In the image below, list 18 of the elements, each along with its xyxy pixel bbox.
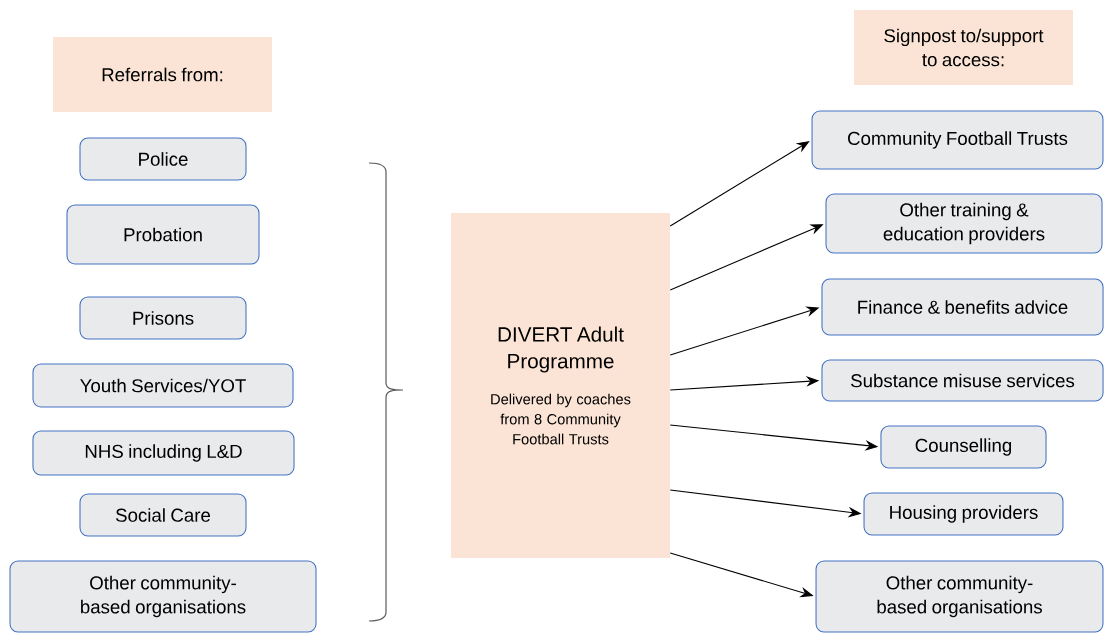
rounded-box: Other training & education providers — [825, 193, 1103, 254]
rounded-box: Other community-based organisations — [815, 560, 1104, 633]
rounded-box: Police — [79, 137, 247, 181]
rounded-box: Counselling — [880, 425, 1047, 469]
rounded-box: Housing providers — [863, 492, 1064, 536]
rounded-box: Community Football Trusts — [811, 110, 1104, 170]
heading-box: Referrals from: — [53, 37, 272, 112]
programme-box: DIVERT Adult Programme Delivered by coaches from 8 Community Football Trusts — [451, 212, 670, 559]
rounded-box: Finance & benefits advice — [821, 278, 1104, 336]
rounded-box: Social Care — [79, 493, 247, 537]
rounded-box: Probation — [66, 204, 260, 265]
rounded-box: Youth Services/YOT — [32, 363, 294, 408]
rounded-box: NHS including L&D — [32, 430, 295, 476]
rounded-box: Prisons — [79, 296, 247, 340]
heading-box: Signpost to/support to access: — [854, 10, 1073, 85]
arrow — [669, 141, 810, 227]
rounded-box: Other community-based organisations — [9, 560, 317, 633]
rounded-box: Substance misuse services — [821, 359, 1104, 402]
